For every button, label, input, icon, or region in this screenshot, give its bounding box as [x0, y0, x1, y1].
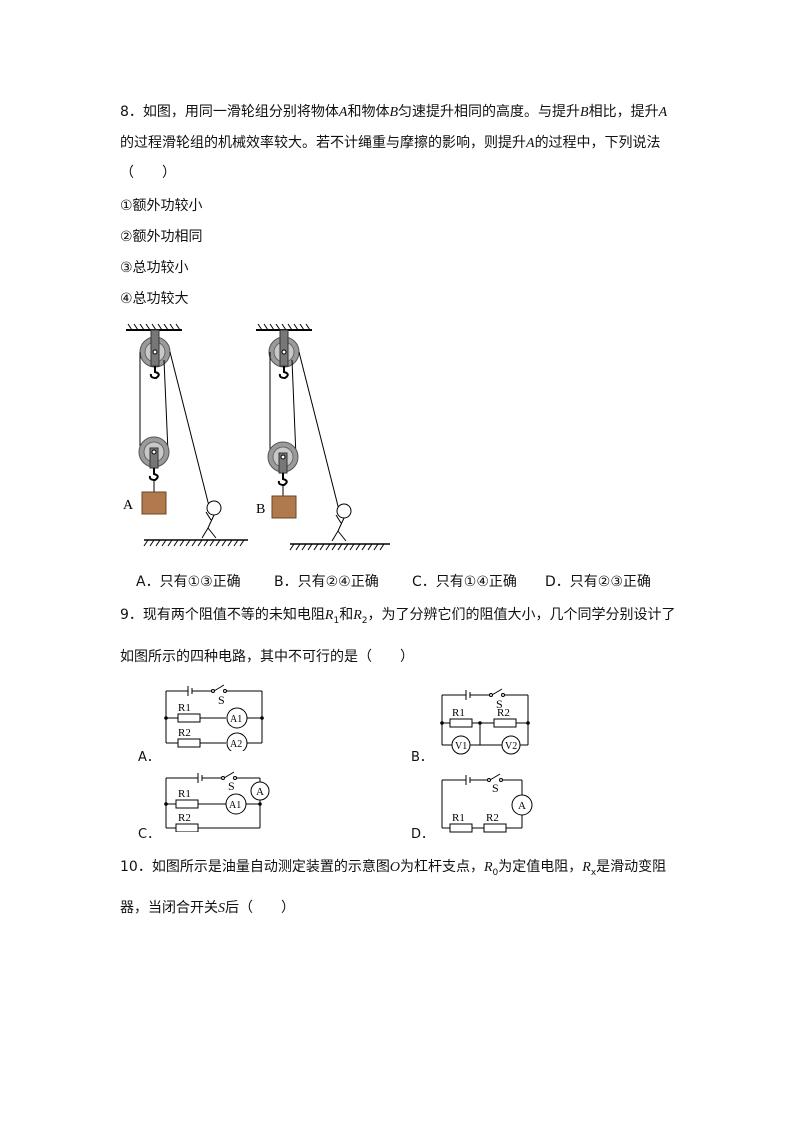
svg-text:S: S — [218, 693, 225, 707]
svg-text:R2: R2 — [486, 812, 499, 824]
pulley-figure-a: A — [123, 323, 248, 547]
circuit-c: S A R1 R2 A1 — [164, 771, 270, 832]
q8-statement-2: ②额外功相同 — [120, 229, 203, 245]
circuit-label-a: A． — [138, 750, 160, 765]
q8-option-a: A．只有①③正确 — [136, 574, 241, 590]
svg-text:A: A — [256, 786, 264, 798]
var-a: A — [338, 105, 348, 120]
q8-statement-3: ③总功较小 — [120, 260, 189, 276]
pulley-figure-b: B — [256, 323, 390, 551]
svg-text:R1: R1 — [452, 812, 465, 824]
svg-text:S: S — [496, 697, 503, 711]
q8-option-c: C．只有①④正确 — [412, 574, 517, 590]
q8-stem-line1: 8．如图，用同一滑轮组分别将物体A和物体B匀速提升相同的高度。与提升B相比，提升… — [120, 104, 668, 120]
figure-label-b: B — [256, 502, 265, 517]
svg-text:A1: A1 — [229, 800, 241, 811]
svg-text:S: S — [492, 781, 499, 795]
var-b: B — [580, 105, 589, 120]
svg-text:A: A — [518, 800, 526, 812]
var-a: A — [658, 105, 668, 120]
circuit-label-b: B． — [411, 750, 433, 765]
q8-option-b: B．只有②④正确 — [274, 574, 379, 590]
circuit-label-c: C． — [138, 827, 161, 842]
q8-answer-paren: （ ） — [120, 165, 176, 181]
circuit-a: S R1 R2 A1 A2 — [164, 684, 264, 751]
q9-stem-line1: 9．现有两个阻值不等的未知电阻R1和R2，为了分辨它们的阻值大小，几个同学分别设… — [120, 607, 676, 626]
svg-text:A2: A2 — [230, 739, 242, 750]
var-a: A — [526, 136, 535, 151]
svg-text:R1: R1 — [178, 702, 191, 714]
svg-text:R2: R2 — [178, 727, 191, 739]
q8-statement-4: ④总功较大 — [120, 291, 189, 307]
q8-statement-1: ①额外功较小 — [120, 198, 203, 214]
var-b: B — [389, 105, 399, 120]
svg-text:V2: V2 — [505, 741, 517, 752]
q10-stem-line1: 10．如图所示是油量自动测定装置的示意图O为杠杆支点，R0为定值电阻，Rx是滑动… — [120, 859, 667, 878]
svg-text:R1: R1 — [452, 707, 465, 719]
q10-stem-line2: 器，当闭合开关S后（ ） — [120, 900, 295, 916]
svg-text:S: S — [228, 779, 235, 793]
circuit-b: S R1 R2 V1 V2 — [440, 688, 530, 755]
q8-options: A．只有①③正确 B．只有②④正确 C．只有①④正确 D．只有②③正确 — [136, 571, 651, 591]
svg-text:R2: R2 — [497, 707, 510, 719]
circuit-d: S A R1 R2 — [441, 773, 533, 833]
q8-option-d: D．只有②③正确 — [545, 574, 651, 590]
svg-text:R2: R2 — [178, 812, 191, 824]
q9-stem-line2: 如图所示的四种电路，其中不可行的是（ ） — [120, 649, 414, 665]
circuit-label-d: D． — [411, 827, 435, 842]
q8-stem-line2: 的过程滑轮组的机械效率较大。若不计绳重与摩擦的影响，则提升A的过程中，下列说法 — [120, 135, 661, 151]
svg-text:V1: V1 — [455, 741, 467, 752]
svg-text:R1: R1 — [178, 788, 191, 800]
figure-label-a: A — [123, 498, 134, 513]
svg-text:A1: A1 — [230, 714, 242, 725]
